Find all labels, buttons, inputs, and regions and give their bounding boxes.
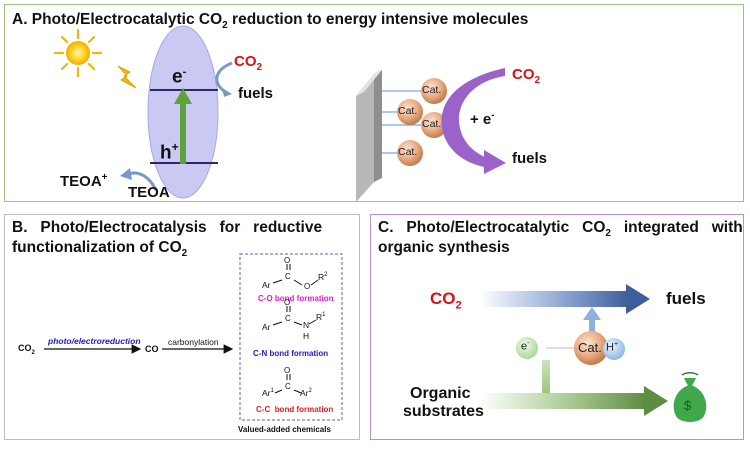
teoa-label: TEOA: [128, 184, 170, 201]
amide-r1: R1: [316, 312, 326, 322]
organic-label-line2: substrates: [403, 403, 484, 420]
panel-a-title: A. Photo/Electrocatalytic CO2 reduction …: [12, 11, 529, 32]
ester-r2: R2: [318, 272, 328, 282]
fuels-label-left: fuels: [238, 85, 274, 102]
electrode-plate: [356, 70, 382, 202]
ester-o-top: O: [284, 256, 291, 265]
ester-c: C: [285, 272, 291, 281]
money-bag-icon: [673, 372, 707, 422]
co2-reduction-arrow: [441, 68, 506, 174]
co2-label-left: CO2: [234, 53, 263, 73]
co2-to-fuels-arrow: [215, 61, 233, 94]
electron-label-c: e-: [521, 340, 530, 353]
ketone-structure: [274, 374, 302, 394]
ester-o: O: [304, 282, 311, 291]
electron-circle: [516, 337, 538, 359]
panel-b: [4, 214, 360, 440]
sun-icon: [53, 28, 103, 78]
cat-label-4: Cat.: [398, 146, 418, 158]
ketone-c: C: [285, 382, 291, 391]
hole-label: h+: [160, 140, 179, 164]
co2-label-c: CO2: [430, 289, 462, 312]
cn-bond-label: C-N bond formation: [253, 349, 329, 358]
teoa-plus-label: TEOA+: [60, 172, 108, 190]
panel-c: [370, 214, 744, 440]
lightning-icon: [117, 65, 137, 89]
excitation-arrow: [174, 88, 192, 164]
organic-label-line1: Organic: [410, 385, 471, 402]
ester-ar: Ar: [262, 280, 271, 290]
fuels-label-c: fuels: [666, 289, 706, 308]
products-box: [239, 253, 343, 421]
panel-c-title-line1: C. Photo/Electrocatalytic CO2 integrated…: [378, 219, 743, 240]
ester-structure: [272, 264, 319, 286]
carbonylation-label: carbonylation: [168, 337, 219, 347]
ketone-o-top: O: [284, 366, 291, 375]
panel-b-title-line1: B. Photo/Electrocatalysis for reductive: [12, 219, 323, 236]
cat-to-fuels-arrow: [583, 307, 601, 336]
photoreduction-label: photo/electroreduction: [48, 336, 141, 346]
co2-fuels-arrow: [480, 284, 650, 314]
cat-label-2: Cat.: [398, 105, 418, 117]
catalyst-circle: [574, 331, 608, 365]
money-symbol: $: [684, 398, 692, 413]
amide-ar: Ar: [262, 322, 271, 332]
cat-label-c: Cat.: [578, 340, 602, 355]
plus-electron-label: + e-: [470, 110, 495, 128]
panel-b-title-line2: functionalization of CO2: [12, 239, 188, 260]
amide-c: C: [285, 314, 291, 323]
amide-n: N: [303, 320, 310, 330]
co2-label-right: CO2: [512, 66, 541, 86]
cc-bond-label: C-C bond formation: [256, 405, 334, 414]
panel-c-title-line2: organic synthesis: [378, 239, 510, 256]
amide-structure: [272, 306, 317, 326]
substrate-connector: [542, 360, 550, 402]
fuels-label-right: fuels: [512, 150, 548, 167]
teoa-oxidation-arrow: [127, 171, 158, 191]
cat-label-1: Cat.: [422, 84, 442, 96]
amide-h: H: [303, 331, 310, 341]
co-intermediate: CO: [145, 344, 159, 354]
co-bond-label: C-O bond formation: [258, 294, 334, 303]
proton-circle: [603, 338, 625, 360]
value-added-label: Valued-added chemicals: [238, 425, 331, 434]
ketone-ar2: Ar2: [300, 388, 312, 398]
proton-label-c: H+: [606, 341, 619, 354]
amide-o-top: O: [284, 298, 291, 307]
cat-label-3: Cat.: [422, 118, 442, 130]
ketone-ar1: Ar1: [262, 388, 274, 398]
co2-reactant: CO2: [18, 343, 35, 356]
catalyst-particles: [397, 78, 447, 166]
panel-a: [4, 4, 744, 202]
electron-label: e-: [172, 66, 187, 88]
substrates-arrow: [480, 386, 668, 416]
